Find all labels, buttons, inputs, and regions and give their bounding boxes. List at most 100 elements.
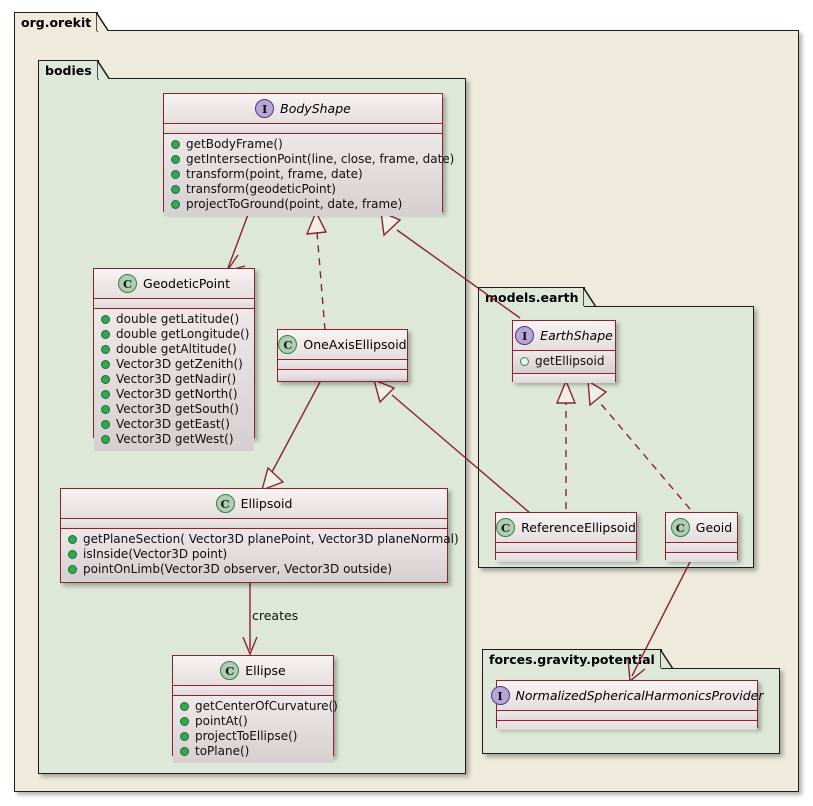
class-ellipse[interactable]: C Ellipse getCenterOfCurvature() pointAt… bbox=[172, 655, 338, 763]
member-label: getPlaneSection( Vector3D planePoint, Ve… bbox=[83, 532, 459, 546]
public-visibility-icon bbox=[180, 717, 189, 726]
interface-badge-icon: I bbox=[515, 326, 535, 345]
class-referenceellipsoid-header: C ReferenceEllipsoid bbox=[496, 513, 636, 542]
member-label: transform(geodeticPoint) bbox=[186, 182, 336, 196]
member-label: getBodyFrame() bbox=[186, 137, 283, 151]
divider bbox=[173, 695, 333, 696]
public-visibility-icon bbox=[101, 315, 110, 324]
member-row: Vector3D getEast() bbox=[100, 417, 246, 432]
class-oneaxisellipsoid-header: C OneAxisEllipsoid bbox=[278, 330, 407, 359]
class-geoid[interactable]: C Geoid bbox=[665, 512, 738, 562]
divider bbox=[173, 685, 333, 686]
member-row: double getAltitude() bbox=[100, 342, 246, 357]
member-label: toPlane() bbox=[195, 744, 250, 758]
public-visibility-icon bbox=[180, 702, 189, 711]
public-visibility-icon bbox=[101, 420, 110, 429]
class-earthshape-attributes: getEllipsoid bbox=[513, 351, 615, 373]
class-geodeticpoint-attributes bbox=[94, 299, 254, 308]
class-earthshape-header: I EarthShape bbox=[513, 321, 615, 350]
class-normalizedsphericalharmonicsprovider[interactable]: I NormalizedSphericalHarmonicsProvider bbox=[490, 680, 763, 730]
member-row: projectToEllipse() bbox=[179, 729, 325, 744]
member-row: getCenterOfCurvature() bbox=[179, 699, 338, 714]
public-visibility-icon bbox=[171, 155, 180, 164]
member-label: projectToGround(point, date, frame) bbox=[186, 197, 403, 211]
interface-badge-icon: I bbox=[490, 686, 510, 705]
class-geoid-attributes bbox=[666, 543, 737, 552]
package-models-earth-label: models.earth bbox=[485, 289, 579, 305]
divider bbox=[496, 542, 636, 543]
member-row: getBodyFrame() bbox=[170, 137, 434, 152]
class-earthshape-name: EarthShape bbox=[540, 328, 613, 343]
divider bbox=[164, 133, 442, 134]
member-row: isInside(Vector3D point) bbox=[67, 547, 439, 562]
public-visibility-icon bbox=[101, 330, 110, 339]
class-bodyshape[interactable]: I BodyShape getBodyFrame() getIntersecti… bbox=[163, 93, 454, 216]
member-label: getIntersectionPoint(line, close, frame,… bbox=[186, 152, 455, 166]
class-geodeticpoint[interactable]: C GeodeticPoint double getLatitude() dou… bbox=[93, 268, 255, 451]
class-ellipsoid-attributes bbox=[61, 519, 447, 528]
member-row: Vector3D getSouth() bbox=[100, 402, 246, 417]
class-nshp-name: NormalizedSphericalHarmonicsProvider bbox=[515, 688, 764, 703]
class-oneaxisellipsoid[interactable]: C OneAxisEllipsoid bbox=[277, 329, 408, 382]
member-label: getCenterOfCurvature() bbox=[195, 699, 338, 713]
class-badge-icon: C bbox=[496, 518, 516, 537]
member-row: double getLongitude() bbox=[100, 327, 249, 342]
package-forces-gravity-potential-tab: forces.gravity.potential bbox=[482, 648, 674, 669]
class-nshp-attributes bbox=[497, 711, 757, 720]
class-nshp-operations bbox=[497, 721, 757, 730]
divider bbox=[513, 373, 615, 374]
class-ellipse-header: C Ellipse bbox=[173, 656, 333, 685]
public-visibility-icon bbox=[101, 390, 110, 399]
public-visibility-icon bbox=[180, 732, 189, 741]
member-label: getEllipsoid bbox=[535, 354, 605, 368]
divider bbox=[94, 298, 254, 299]
class-badge-icon: C bbox=[215, 494, 235, 513]
divider bbox=[513, 350, 615, 351]
divider bbox=[497, 720, 757, 721]
relation-label-creates: creates bbox=[252, 608, 299, 623]
class-ellipse-name: Ellipse bbox=[245, 663, 286, 678]
package-tab-corner-icon bbox=[96, 59, 111, 79]
package-tab-corner-icon bbox=[583, 286, 597, 306]
divider bbox=[94, 308, 254, 309]
member-row: pointOnLimb(Vector3D observer, Vector3D … bbox=[67, 562, 439, 577]
public-visibility-icon bbox=[68, 535, 77, 544]
package-org-orekit-tab: org.orekit bbox=[14, 11, 110, 32]
member-label: Vector3D getSouth() bbox=[116, 402, 239, 416]
class-referenceellipsoid-attributes bbox=[496, 543, 636, 552]
class-earthshape[interactable]: I EarthShape getEllipsoid bbox=[512, 320, 616, 383]
member-row: transform(point, frame, date) bbox=[170, 167, 434, 182]
class-oneaxisellipsoid-operations bbox=[278, 370, 407, 379]
package-models-earth-tab: models.earth bbox=[478, 286, 597, 307]
member-row: getEllipsoid bbox=[519, 354, 607, 369]
class-bodyshape-header: I BodyShape bbox=[164, 94, 442, 123]
member-row: projectToGround(point, date, frame) bbox=[170, 197, 434, 212]
class-geoid-operations bbox=[666, 553, 737, 562]
class-ellipsoid-header: C Ellipsoid bbox=[61, 489, 447, 518]
public-visibility-icon bbox=[180, 747, 189, 756]
member-row: double getLatitude() bbox=[100, 312, 246, 327]
member-label: double getLatitude() bbox=[116, 312, 240, 326]
class-referenceellipsoid[interactable]: C ReferenceEllipsoid bbox=[495, 512, 637, 562]
class-referenceellipsoid-name: ReferenceEllipsoid bbox=[521, 520, 636, 535]
class-ellipse-attributes bbox=[173, 686, 333, 695]
member-label: isInside(Vector3D point) bbox=[83, 547, 228, 561]
member-row: Vector3D getNadir() bbox=[100, 372, 246, 387]
public-visibility-icon bbox=[171, 200, 180, 209]
class-referenceellipsoid-operations bbox=[496, 553, 636, 562]
class-earthshape-operations bbox=[513, 374, 615, 383]
package-bodies-label: bodies bbox=[45, 62, 92, 78]
public-visibility-icon bbox=[68, 565, 77, 574]
public-visibility-icon bbox=[101, 345, 110, 354]
class-ellipsoid[interactable]: C Ellipsoid getPlaneSection( Vector3D pl… bbox=[60, 488, 459, 583]
member-row: Vector3D getZenith() bbox=[100, 357, 246, 372]
divider bbox=[61, 518, 447, 519]
public-visibility-icon bbox=[171, 170, 180, 179]
divider bbox=[278, 359, 407, 360]
member-label: pointAt() bbox=[195, 714, 248, 728]
class-geoid-header: C Geoid bbox=[666, 513, 737, 542]
member-row: pointAt() bbox=[179, 714, 325, 729]
member-row: getIntersectionPoint(line, close, frame,… bbox=[170, 152, 454, 167]
class-oneaxisellipsoid-name: OneAxisEllipsoid bbox=[303, 337, 407, 352]
